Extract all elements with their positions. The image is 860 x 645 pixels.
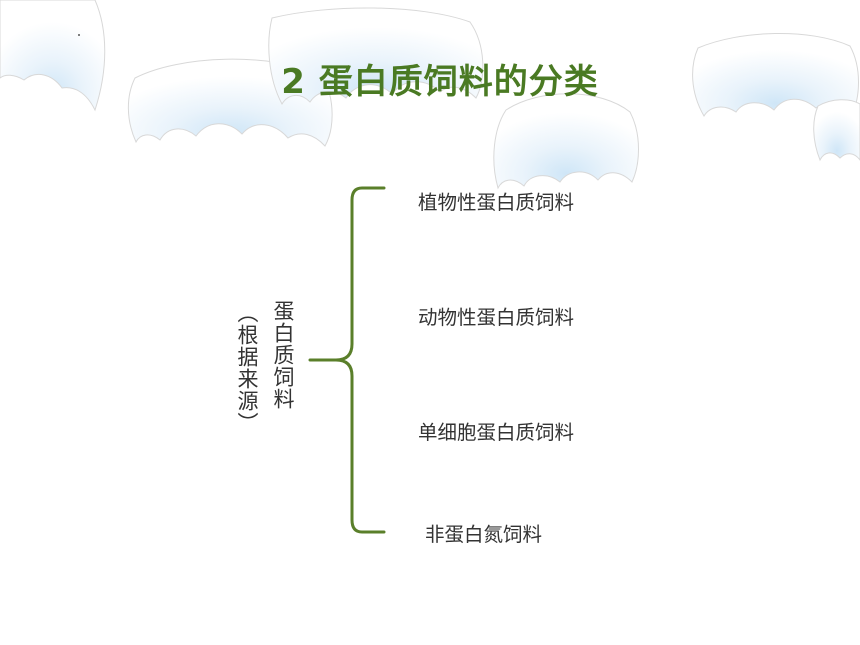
category-note: （根据来源） [235, 302, 259, 434]
slide-title: 2 蛋白质饲料的分类 [281, 62, 599, 102]
cloud-decoration [0, 0, 860, 190]
list-item-plant: 植物性蛋白质饲料 [418, 191, 575, 214]
category-label: 蛋白质饲料 [271, 300, 295, 410]
list-item-npn: 非蛋白氮饲料 [425, 523, 543, 546]
curly-brace [308, 186, 386, 534]
list-item-animal: 动物性蛋白质饲料 [418, 306, 575, 329]
list-item-single-cell: 单细胞蛋白质饲料 [418, 421, 575, 444]
